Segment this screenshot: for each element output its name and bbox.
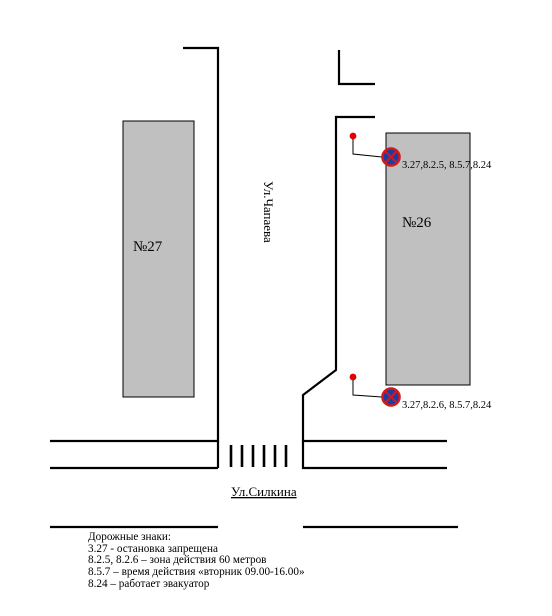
sign-pole: [352, 139, 383, 158]
sign-group-bottom: 3.27,8.2.6, 8.5.7,8.24: [349, 373, 492, 411]
no-stopping-sign-icon: [381, 387, 401, 407]
legend-item: 8.24 – работает эвакуатор: [88, 577, 210, 590]
building-27: [122, 120, 195, 398]
sign-pole-marker: [349, 373, 357, 381]
legend-title: Дорожные знаки:: [88, 531, 172, 543]
sign-pole: [352, 380, 383, 398]
street-label-silkina: Ул.Силкина: [231, 484, 297, 499]
road-edge-right: [301, 115, 447, 443]
sign-pole-marker: [349, 132, 357, 140]
road-edge-left: [50, 46, 220, 443]
road-edge-right-bottom: [301, 441, 447, 470]
building-27-label: №27: [133, 239, 163, 255]
pedestrian-crossing: [229, 445, 288, 467]
sign-caption-bottom: 3.27,8.2.6, 8.5.7,8.24: [402, 400, 492, 411]
street-label-chapaeva: Ул.Чапаева: [261, 181, 276, 243]
no-stopping-sign-icon: [381, 147, 401, 167]
legend-item: 8.5.7 – время действия «вторник 09.00-16…: [88, 566, 305, 579]
legend-item: 3.27 - остановка запрещена: [88, 542, 218, 555]
sign-caption-top: 3.27,8.2.5, 8.5.7,8.24: [402, 160, 492, 171]
legend-item: 8.2.5, 8.2.6 – зона действия 60 метров: [88, 554, 267, 567]
sign-group-top: 3.27,8.2.5, 8.5.7,8.24: [349, 132, 492, 171]
road-edge-right-top: [337, 50, 375, 86]
legend: Дорожные знаки: 3.27 - остановка запреще…: [88, 531, 305, 591]
building-26-label: №26: [402, 215, 432, 231]
building-26: [385, 132, 471, 386]
